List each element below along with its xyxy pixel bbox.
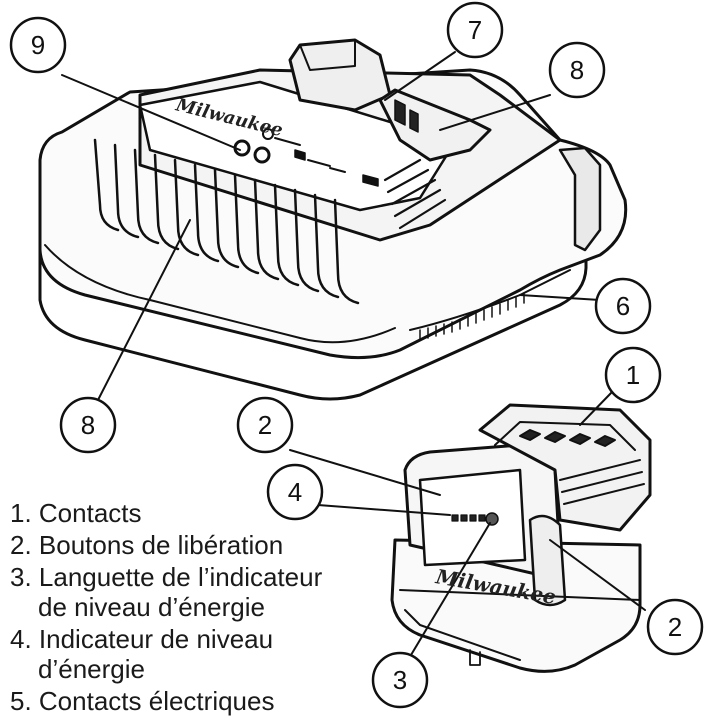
- legend-item-3: 3. Languette de l’indicateur de niveau d…: [10, 562, 340, 622]
- leader-lines: [61, 51, 646, 666]
- legend-item-4-text-cont: d’énergie: [38, 654, 145, 684]
- callout-5: 7: [446, 1, 504, 59]
- legend-item-3-text-cont: de niveau d’énergie: [38, 592, 265, 622]
- legend-item-4: 4. Indicateur de niveau d’énergie: [10, 624, 340, 684]
- callout-7: 6: [594, 277, 652, 335]
- callout-9: 9: [9, 16, 67, 74]
- svg-text:3: 3: [393, 665, 407, 695]
- callout-2-bottom: 2: [646, 598, 704, 656]
- svg-text:1: 1: [626, 360, 640, 390]
- legend-item-2: 2. Boutons de libération: [10, 530, 340, 560]
- svg-text:2: 2: [668, 612, 682, 642]
- charger-drawing: [38, 38, 628, 401]
- svg-text:6: 6: [616, 291, 630, 321]
- callout-1: 1: [604, 346, 662, 404]
- callout-8: 8: [59, 396, 117, 454]
- legend-item-1-text: 1. Contacts: [10, 498, 142, 528]
- legend-item-2-text: 2. Boutons de libération: [10, 530, 284, 560]
- svg-text:9: 9: [31, 30, 45, 60]
- legend-item-3-text: 3. Languette de l’indicateur: [10, 562, 323, 592]
- callout-4: 4: [266, 463, 324, 521]
- svg-text:8: 8: [570, 55, 584, 85]
- svg-text:7: 7: [468, 15, 482, 45]
- legend-item-1: 1. Contacts: [10, 498, 340, 528]
- legend-item-5-text: 5. Contacts électriques: [10, 686, 275, 716]
- legend-item-5: 5. Contacts électriques: [10, 686, 340, 716]
- svg-text:8: 8: [81, 410, 95, 440]
- callout-2-top: 2: [236, 396, 294, 454]
- battery-drawing: [390, 403, 652, 673]
- legend-item-4-text: 4. Indicateur de niveau: [10, 624, 274, 654]
- callout-6: 8: [548, 41, 606, 99]
- parts-legend: 1. Contacts 2. Boutons de libération 3. …: [10, 498, 340, 718]
- svg-text:2: 2: [258, 410, 272, 440]
- svg-text:4: 4: [288, 477, 302, 507]
- callout-3: 3: [371, 651, 429, 709]
